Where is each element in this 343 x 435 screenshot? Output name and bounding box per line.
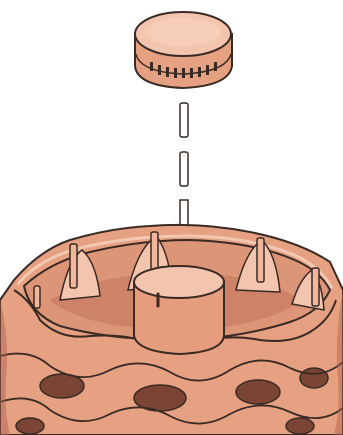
cap-piece	[135, 12, 232, 88]
planter-tower	[0, 225, 343, 435]
central-cylinder	[134, 266, 224, 354]
